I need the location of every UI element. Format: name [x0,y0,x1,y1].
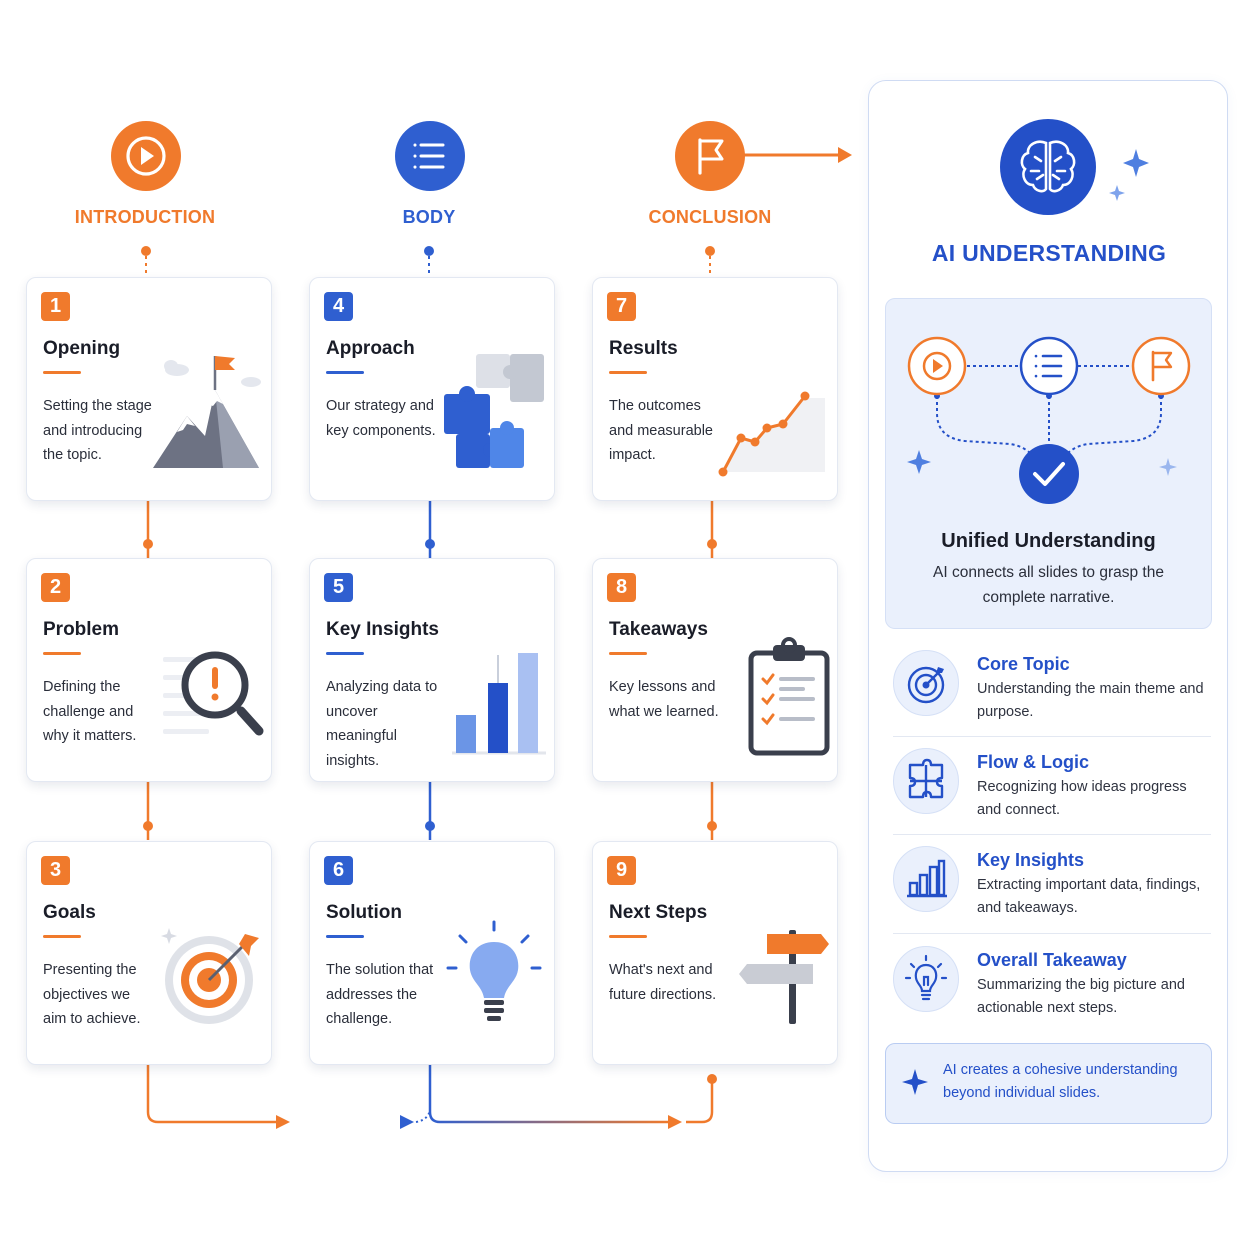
feature-title: Overall Takeaway [977,950,1127,970]
slide-number-badge: 2 [41,573,70,602]
sparkle-icon [902,1069,928,1095]
puzzle-icon [893,748,959,814]
slide-description: The outcomes and measurable impact. [609,398,713,463]
target-icon [161,928,259,1024]
slide-title: Takeaways [609,619,708,640]
slide-title: Solution [326,902,402,923]
unified-understanding-desc: AI connects all slides to grasp the comp… [933,564,1164,606]
feature-desc: Summarizing the big picture and actionab… [977,977,1185,1016]
slide-description: Analyzing data to uncover meaningful ins… [326,679,438,769]
title-underline [609,935,647,938]
title-underline [43,371,81,374]
unified-understanding-title: Unified Understanding [941,530,1156,552]
ai-callout [885,1043,1212,1124]
slide-title: Next Steps [609,902,708,923]
feature-core-topic: Core Topic Understanding the main theme … [893,650,1211,740]
ai-panel-title: AI UNDERSTANDING [931,240,1167,266]
feature-title: Key Insights [977,850,1085,870]
feature-desc: Understanding the main theme and purpose… [977,681,1204,720]
divider [893,834,1211,835]
slide-number-badge: 3 [41,856,70,885]
feature-key-insights: Key Insights Extracting important data, … [893,846,1211,936]
ai-callout-text: AI creates a cohesive understanding beyo… [943,1062,1178,1101]
feature-flow-logic: Flow & Logic Recognizing how ideas progr… [893,748,1211,838]
title-underline [326,935,364,938]
list-icon [395,121,465,191]
magnifier-alert-icon [163,651,264,736]
slide-description: Setting the stage and introducing the to… [43,398,152,463]
slide-description: The solution that addresses the challeng… [326,962,434,1027]
target-icon [893,650,959,716]
slide-number-badge: 1 [41,292,70,321]
slide-description: Key lessons and what we learned. [609,679,719,720]
slide-number-badge: 6 [324,856,353,885]
title-underline [609,652,647,655]
feature-desc: Extracting important data, findings, and… [977,877,1201,916]
slide-description: Defining the challenge and why it matter… [43,679,137,744]
divider [893,736,1211,737]
slide-description: Our strategy and key components. [326,398,436,439]
play-icon [111,121,181,191]
slide-card-problem[interactable]: 2 Problem Defining the challenge and why… [26,558,272,782]
slide-card-results[interactable]: 7 Results The outcomes and measurable im… [592,277,838,501]
timeline-introduction-node [111,121,181,191]
feature-title: Core Topic [977,654,1070,674]
slide-card-takeaways[interactable]: 8 Takeaways Key lessons and what we lear… [592,558,838,782]
slide-title: Goals [43,902,96,923]
feature-title: Flow & Logic [977,752,1089,772]
checkmark-icon [1019,444,1079,504]
slide-title: Key Insights [326,619,439,640]
phase-label-body: BODY [402,207,456,227]
slide-card-solution[interactable]: 6 Solution The solution that addresses t… [309,841,555,1065]
title-underline [609,371,647,374]
mountain-flag-icon [153,356,261,468]
puzzle-icon [444,354,544,468]
brain-icon [1000,119,1149,215]
bar-chart-icon [452,653,546,755]
unified-understanding-diagram [907,336,1191,504]
title-underline [326,652,364,655]
bar-chart-icon [893,846,959,912]
title-underline [43,935,81,938]
title-underline [43,652,81,655]
slide-title: Opening [43,338,121,359]
feature-desc: Recognizing how ideas progress and conne… [977,779,1187,818]
slide-description: What's next and future directions. [609,962,717,1003]
phase-label-conclusion: CONCLUSION [648,207,772,227]
slide-card-next-steps[interactable]: 9 Next Steps What's next and future dire… [592,841,838,1065]
slide-number-badge: 8 [607,573,636,602]
slide-title: Approach [326,338,415,359]
slide-number-badge: 7 [607,292,636,321]
line-chart-icon [718,391,825,477]
slide-card-key-insights[interactable]: 5 Key Insights Analyzing data to uncover… [309,558,555,782]
slide-card-approach[interactable]: 4 Approach Our strategy and key componen… [309,277,555,501]
lightbulb-icon [446,920,542,1021]
timeline-body-node [395,121,465,191]
slide-description: Presenting the objectives we aim to achi… [43,962,141,1027]
slide-number-badge: 9 [607,856,636,885]
signpost-icon [739,930,829,1024]
flag-icon [675,121,745,191]
slide-number-badge: 4 [324,292,353,321]
slide-title: Results [609,338,678,359]
phase-label-introduction: INTRODUCTION [74,207,216,227]
lightbulb-icon [893,946,959,1012]
clipboard-checklist-icon [748,637,830,756]
feature-overall-takeaway: Overall Takeaway Summarizing the big pic… [893,946,1211,1036]
divider [893,933,1211,934]
title-underline [326,371,364,374]
slide-number-badge: 5 [324,573,353,602]
timeline-conclusion-node [675,121,745,191]
slide-title: Problem [43,619,120,640]
slide-card-opening[interactable]: 1 Opening Setting the stage and introduc… [26,277,272,501]
slide-card-goals[interactable]: 3 Goals Presenting the objectives we aim… [26,841,272,1065]
